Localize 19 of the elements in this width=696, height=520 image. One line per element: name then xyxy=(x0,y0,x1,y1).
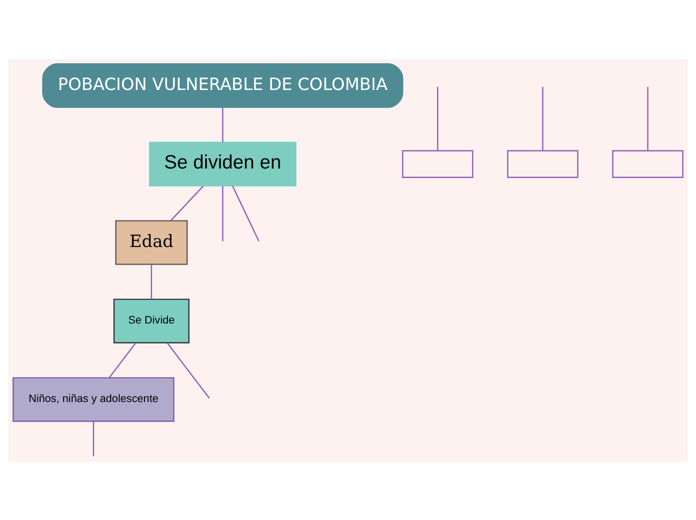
connector xyxy=(222,186,224,241)
node-box xyxy=(612,150,684,178)
connector xyxy=(232,185,260,241)
connector xyxy=(108,342,136,378)
connector xyxy=(166,342,210,398)
connector xyxy=(170,185,204,220)
connector xyxy=(542,86,544,150)
node-box: Edad xyxy=(115,220,188,264)
node-box: POBACION VULNERABLE DE COLOMBIA xyxy=(42,62,404,108)
connector xyxy=(150,264,152,299)
connector xyxy=(92,420,94,456)
connector xyxy=(437,86,438,150)
node-box xyxy=(402,150,474,178)
connector xyxy=(222,107,224,142)
node-box: Se Divide xyxy=(113,298,190,343)
node-box: Se dividen en xyxy=(149,141,296,186)
node-box: Niños, niñas y adolescente xyxy=(12,376,174,422)
connector xyxy=(647,86,648,150)
node-box xyxy=(507,150,578,178)
